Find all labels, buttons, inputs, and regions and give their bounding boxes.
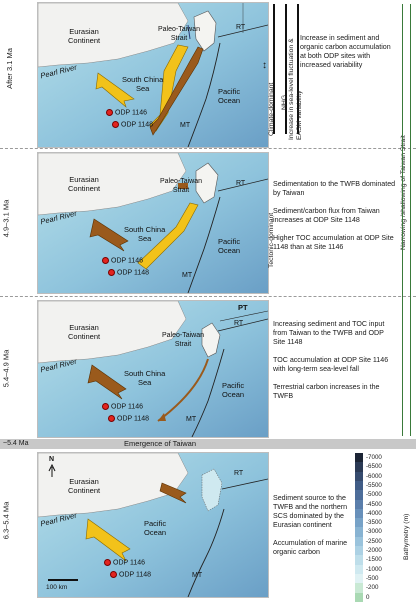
- map-5-4-4-9: Eurasian Continent Pearl River Paleo-Tai…: [37, 300, 269, 438]
- legend-label: -3000: [366, 528, 382, 535]
- divider-1: [0, 148, 416, 149]
- site-odp-1148: ODP 1148: [112, 121, 153, 128]
- legend-swatch: [355, 537, 363, 547]
- label-mt: MT: [182, 271, 192, 280]
- site-odp-1146: ODP 1146: [104, 559, 145, 566]
- label-pt: PT: [238, 303, 248, 312]
- label-eurasian-continent: Eurasian Continent: [68, 477, 100, 495]
- stage-label-6-3-5-4: 6.3–5.4 Ma: [3, 492, 35, 552]
- label-climate-dominant: Climate-dominant: [268, 83, 275, 136]
- label-south-china-sea: South China Sea: [124, 369, 165, 387]
- label-nhg: NHG: [281, 95, 288, 110]
- emergence-band: [0, 439, 416, 449]
- emergence-age: ~5.4 Ma: [3, 439, 29, 449]
- description-after-3-1: Increase in sediment and organic carbon …: [300, 34, 396, 70]
- site-odp-1146: ODP 1146: [102, 257, 143, 264]
- scale-bar-label: 100 km: [46, 583, 67, 592]
- label-pacific-ocean: Pacific Ocean: [218, 237, 240, 255]
- label-south-china-sea: South China Sea: [124, 225, 165, 243]
- legend-label: 0: [366, 594, 369, 601]
- bathymetry-title: Bathymetry (m): [403, 514, 410, 560]
- emergence-text: Emergence of Taiwan: [124, 439, 196, 449]
- legend-label: -4000: [366, 510, 382, 517]
- site-odp-1148: ODP 1148: [108, 269, 149, 276]
- bar-nhg: [285, 4, 287, 134]
- divider-2: [0, 296, 416, 297]
- legend-label: -3500: [366, 519, 382, 526]
- legend-label: -7000: [366, 454, 382, 461]
- site-odp-1146: ODP 1146: [106, 109, 147, 116]
- north-arrow-label: N: [49, 455, 54, 464]
- label-eurasian-continent: Eurasian Continent: [68, 323, 100, 341]
- map-4-9-3-1: Eurasian Continent Pearl River Paleo-Tai…: [37, 152, 269, 294]
- label-mt: MT: [186, 415, 196, 424]
- legend-swatch: [355, 583, 363, 593]
- label-mt: MT: [180, 121, 190, 130]
- label-eurasian-continent: Eurasian Continent: [68, 27, 100, 45]
- site-odp-1148: ODP 1148: [108, 415, 149, 422]
- narrowing-wedge: [402, 4, 403, 436]
- site-odp-1146: ODP 1146: [102, 403, 143, 410]
- label-rt: RT: [234, 319, 243, 328]
- label-tectonic-dominant: Tectonic-dominant: [268, 213, 275, 268]
- label-rt: RT: [236, 23, 245, 32]
- legend-swatch: [355, 490, 363, 500]
- stage-label-after-3-1: After 3.1 Ma: [3, 40, 35, 100]
- label-eurasian-continent: Eurasian Continent: [68, 175, 100, 193]
- label-rt: RT: [236, 179, 245, 188]
- legend-label: -500: [366, 575, 378, 582]
- legend-label: -2500: [366, 538, 382, 545]
- legend-label: -5000: [366, 491, 382, 498]
- description-6-3-5-4: Sediment source to the TWFB and the nort…: [273, 494, 351, 557]
- map-6-3-5-4: N Eurasian Continent Pearl River Pacific…: [37, 452, 269, 598]
- label-south-china-sea: South China Sea: [122, 75, 163, 93]
- label-strait: Paleo-Taiwan Strait: [160, 177, 202, 195]
- label-mt: MT: [192, 571, 202, 580]
- description-5-4-4-9: Increasing sediment and TOC input from T…: [273, 320, 397, 401]
- label-pacific-ocean: Pacific Ocean: [222, 381, 244, 399]
- legend-label: -5500: [366, 482, 382, 489]
- label-pacific-ocean: Pacific Ocean: [218, 87, 240, 105]
- description-4-9-3-1: Sedimentation to the TWFB dominated by T…: [273, 180, 397, 252]
- site-odp-1148: ODP 1148: [110, 571, 151, 578]
- label-strait: Paleo-Taiwan Strait: [162, 331, 204, 349]
- stage-label-5-4-4-9: 5.4–4.9 Ma: [3, 340, 35, 400]
- legend-label: -6500: [366, 463, 382, 470]
- map-after-3-1: Eurasian Continent Pearl River Paleo-Tai…: [37, 2, 269, 148]
- legend-label: -1000: [366, 566, 382, 573]
- stage-label-4-9-3-1: 4.9–3.1 Ma: [3, 190, 35, 250]
- arrow-climate: ↕: [262, 60, 267, 71]
- legend-label: -2000: [366, 547, 382, 554]
- label-rt: RT: [234, 469, 243, 478]
- label-strait: Paleo-Taiwan Strait: [158, 25, 200, 43]
- legend-label: -6000: [366, 473, 382, 480]
- legend-label: -1500: [366, 556, 382, 563]
- narrowing-wedge-edge: [410, 4, 411, 436]
- label-sea-level-variability: Increase in sea-level fluctuation & EASM…: [288, 10, 304, 140]
- label-pacific-ocean: Pacific Ocean: [144, 519, 166, 537]
- legend-swatch: [355, 593, 363, 602]
- legend-label: -200: [366, 584, 378, 591]
- map-4-9-3-1-graphic: [38, 153, 268, 293]
- legend-label: -4500: [366, 501, 382, 508]
